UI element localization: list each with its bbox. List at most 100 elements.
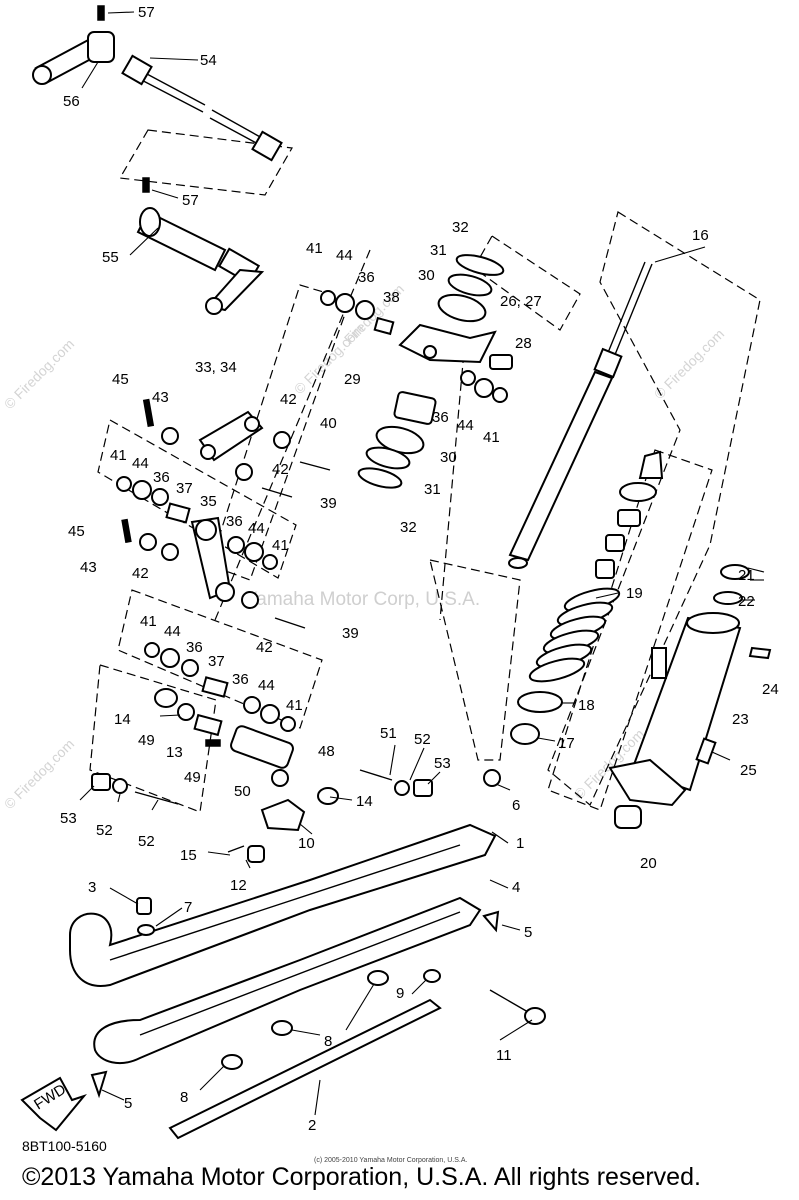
part-label: 41 [286, 697, 303, 714]
part-label: 52 [96, 822, 113, 839]
pin-37-upper [165, 502, 191, 524]
part-label: 49 [138, 732, 155, 749]
washer-49-lower [271, 769, 289, 787]
part-label: 36 [186, 639, 203, 656]
part-label: 14 [356, 793, 373, 810]
part-label: 44 [132, 455, 149, 472]
nut-21 [720, 564, 750, 580]
part-label: 3 [88, 879, 96, 896]
part-label: 6 [512, 797, 520, 814]
part-label: 53 [60, 810, 77, 827]
part-label: 57 [182, 192, 199, 209]
washer-42-b [235, 463, 253, 481]
part-label: 30 [440, 449, 457, 466]
part-label: 41 [483, 429, 500, 446]
group-outline-spring [547, 449, 713, 811]
part-label: 36 [226, 513, 243, 530]
part-label: 1 [516, 835, 524, 852]
part-label: 16 [692, 227, 709, 244]
pin-45-mid [121, 518, 132, 544]
washer-7 [137, 924, 155, 936]
collar-36-e [181, 659, 199, 677]
nut-9 [423, 969, 441, 983]
part-label: 57 [138, 4, 155, 21]
wear-bar-2 [168, 998, 442, 1140]
group-outline-mid-pivot [117, 589, 323, 729]
part-label: 41 [272, 537, 289, 554]
part-label: 33, 34 [195, 359, 237, 376]
bolt-25 [695, 737, 717, 765]
part-label: 30 [418, 267, 435, 284]
washer-41-a [320, 290, 336, 306]
bolt-50 [359, 769, 393, 781]
pin-45-upper [142, 398, 155, 428]
washer-44-b [474, 378, 494, 398]
part-label: 17 [558, 735, 575, 752]
part-label: 13 [166, 744, 183, 761]
nut-53-right [413, 779, 433, 797]
collar-17 [510, 723, 540, 745]
bolt-11 [489, 989, 529, 1013]
part-label: 45 [68, 523, 85, 540]
part-label: 20 [640, 855, 657, 872]
pin-48 [205, 739, 221, 747]
part-label: 36 [358, 269, 375, 286]
part-label: 42 [132, 565, 149, 582]
diagram-part-code: 8BT100-5160 [22, 1138, 107, 1154]
washer-43-upper [161, 427, 179, 445]
tag-23 [651, 647, 667, 679]
pin-37-mid [201, 676, 229, 698]
watermark-firedog-left: © Firedog.com [1, 336, 77, 412]
part-label: 39 [342, 625, 359, 642]
washer-44-e [160, 648, 180, 668]
ski-runner [93, 896, 482, 1065]
group-outline-shock-rod [429, 559, 521, 761]
washer-42-a [273, 431, 291, 449]
group-outline-54 [119, 129, 293, 196]
clip-24 [748, 646, 772, 660]
part-label: 5 [524, 924, 532, 941]
part-label: 44 [164, 623, 181, 640]
tiny-credit-text: (c) 2005-2010 Yamaha Motor Corporation, … [314, 1157, 468, 1164]
part-label: 14 [114, 711, 131, 728]
part-label: 44 [248, 520, 265, 537]
part-label: 9 [396, 985, 404, 1002]
watermark-yamaha: Yamaha Motor Corp, U.S.A. [245, 589, 480, 610]
washer-22 [713, 591, 743, 605]
part-label: 15 [180, 847, 197, 864]
washer-42-d [241, 591, 259, 609]
part-label: 41 [110, 447, 127, 464]
bolt-57-mid [142, 177, 150, 193]
pin-13 [193, 713, 223, 737]
part-label: 11 [496, 1047, 512, 1064]
collar-36-f [243, 696, 261, 714]
bushing-29 [393, 391, 437, 425]
dashed-link-2 [214, 249, 371, 621]
stud-5-left [90, 1070, 108, 1099]
collar-36-d [227, 536, 245, 554]
part-label: 42 [280, 391, 297, 408]
washer-42-c [161, 543, 179, 561]
rod-end-54 [251, 130, 283, 162]
arm-55 [206, 268, 265, 312]
pin-38 [373, 316, 395, 336]
part-label: 36 [153, 469, 170, 486]
arm-46-47 [230, 725, 294, 769]
watermark-firedog-left-lower: © Firedog.com [1, 736, 77, 812]
group-outline-upper-bracket [473, 235, 581, 331]
group-outline-upper-pivot [97, 419, 297, 579]
part-label: 53 [434, 755, 451, 772]
part-label: 49 [184, 769, 201, 786]
spring-seat-18 [517, 691, 563, 713]
part-label: 44 [457, 417, 474, 434]
nut-53-left [91, 773, 111, 791]
bushing-20 [614, 805, 642, 829]
part-label: 25 [740, 762, 757, 779]
watermark-firedog-right: © Firedog.com [651, 326, 727, 402]
washer-41-f [280, 716, 296, 732]
part-label: 43 [152, 389, 169, 406]
washer-32-lower [357, 467, 403, 489]
washer-31-lower [365, 446, 411, 470]
part-label: 7 [184, 899, 192, 916]
washer-44-a [335, 293, 355, 313]
